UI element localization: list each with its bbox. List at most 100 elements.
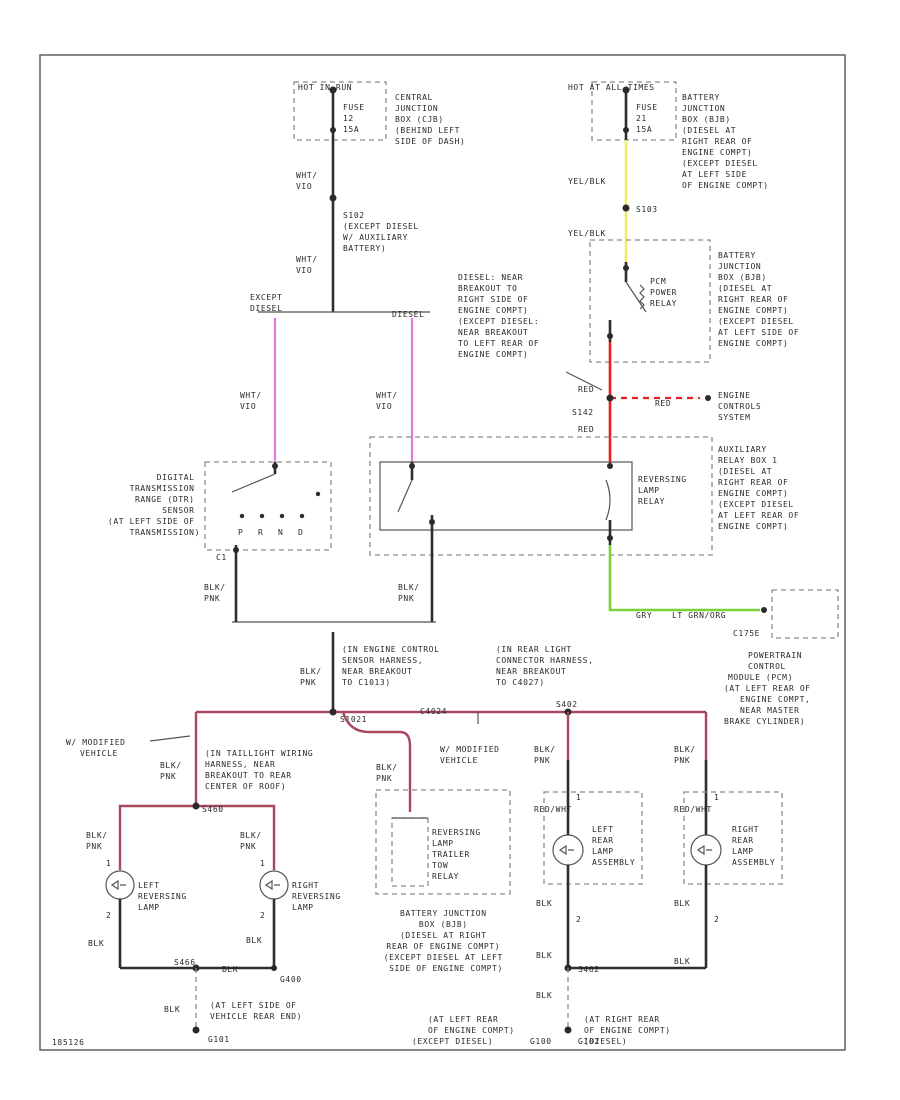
s460-label: S460	[202, 805, 224, 814]
g102-label: G102	[578, 1037, 600, 1046]
pin-2-rear-right: 2	[714, 915, 719, 924]
pcm-box	[771, 589, 839, 639]
g400-label: G400	[280, 975, 302, 984]
blk-label-7: BLK	[674, 957, 690, 966]
dtr-sensor	[204, 461, 332, 585]
pin-1-rear-right: 1	[714, 793, 719, 802]
left-reversing-lamp	[105, 870, 135, 968]
right-rear-engine-label: (AT RIGHT REAR OF ENGINE COMPT) (DIESEL)	[584, 1015, 676, 1046]
trailer-tow-relay	[375, 789, 511, 895]
left-rear-lamp-label: LEFT REAR LAMP ASSEMBLY	[592, 825, 635, 867]
blk-pnk-label-4: BLK/ PNK	[160, 761, 187, 781]
blk-pnk-label-1: BLK/ PNK	[204, 583, 231, 603]
splice-s102	[329, 194, 337, 202]
left-rear-lamp-assembly	[543, 791, 643, 968]
wht-vio-label-3: WHT/ VIO	[240, 391, 267, 411]
dtr-sensor-label: DIGITAL TRANSMISSION RANGE (DTR) SENSOR …	[108, 473, 200, 537]
c4024-label: C4024	[420, 707, 447, 716]
blk-pnk-label-8: BLK/ PNK	[534, 745, 561, 765]
gray-label: GRY	[636, 611, 652, 620]
blk-label-4: BLK	[164, 1005, 180, 1014]
reversing-lamp-relay-label: REVERSING LAMP RELAY	[638, 475, 692, 506]
diagram-id: 185126	[52, 1038, 85, 1047]
right-rear-lamp-assembly	[683, 791, 783, 968]
yel-blk-label-2: YEL/BLK	[568, 229, 606, 238]
blk-label-5: BLK	[536, 899, 552, 908]
splice-s1021	[329, 708, 337, 716]
right-reversing-lamp	[259, 870, 289, 968]
blk-pnk-label-2: BLK/ PNK	[398, 583, 425, 603]
aux-relay-box-label: AUXILIARY RELAY BOX 1 (DIESEL AT RIGHT R…	[718, 445, 805, 531]
ground-g101	[192, 1026, 200, 1034]
splice-s103	[622, 204, 630, 212]
wht-vio-label-1: WHT/ VIO	[296, 171, 323, 191]
lt-grn-org-label: LT GRN/ORG	[672, 611, 726, 620]
left-rear-engine-label: (AT LEFT REAR OF ENGINE COMPT) (EXCEPT D…	[412, 1015, 520, 1046]
s462-label: S462	[578, 965, 600, 974]
s102-label: S102 (EXCEPT DIESEL W/ AUXILIARY BATTERY…	[343, 211, 424, 253]
g100-label: G100	[530, 1037, 552, 1046]
red-wht-label-1: RED/WHT	[534, 805, 572, 814]
fuse-21-label: FUSE 21 15A	[636, 103, 663, 134]
bjb-fuse-21	[591, 81, 677, 141]
pin-2-right: 2	[260, 911, 265, 920]
cjb-label: CENTRAL JUNCTION BOX (CJB) (BEHIND LEFT …	[395, 93, 465, 146]
w-modified-label-1: W/ MODIFIED VEHICLE	[66, 738, 131, 758]
blk-pnk-label-3: BLK/ PNK	[300, 667, 327, 687]
wht-vio-label-4: WHT/ VIO	[376, 391, 403, 411]
pcm-power-relay	[589, 239, 711, 363]
vehicle-rear-end-label: (AT LEFT SIDE OF VEHICLE REAR END)	[210, 1001, 302, 1021]
bjb-right-label: BATTERY JUNCTION BOX (BJB) (DIESEL AT RI…	[718, 251, 805, 348]
trailer-relay-label: REVERSING LAMP TRAILER TOW RELAY	[432, 828, 486, 881]
s466-label: S466	[174, 958, 196, 967]
hot-in-run-label: HOT IN RUN	[298, 83, 352, 92]
pin-1-right: 1	[260, 859, 265, 868]
diesel-breakout-label: DIESEL: NEAR BREAKOUT TO RIGHT SIDE OF E…	[458, 273, 545, 359]
yel-blk-label-1: YEL/BLK	[568, 177, 606, 186]
dtr-letter-p: P	[238, 528, 243, 537]
rear-light-harness-label: (IN REAR LIGHT CONNECTOR HARNESS, NEAR B…	[496, 645, 599, 687]
blk-pnk-label-5: BLK/ PNK	[86, 831, 113, 851]
pin-1-rear-left: 1	[576, 793, 581, 802]
s103-label: S103	[636, 205, 658, 214]
dtr-letter-d: D	[298, 528, 303, 537]
bjb-bottom-label: BATTERY JUNCTION BOX (BJB) (DIESEL AT RI…	[384, 909, 509, 973]
hot-at-all-times-label: HOT AT ALL TIMES	[568, 83, 655, 92]
engine-controls-label: ENGINE CONTROLS SYSTEM	[718, 391, 767, 422]
blk-pnk-label-9: BLK/ PNK	[674, 745, 701, 765]
pcm-label: POWERTRAIN CONTROL MODULE (PCM) (AT LEFT…	[724, 651, 816, 726]
blk-label-9: BLK	[536, 991, 552, 1000]
blk-label-2: BLK	[246, 936, 262, 945]
engine-harness-label: (IN ENGINE CONTROL SENSOR HARNESS, NEAR …	[342, 645, 445, 687]
bjb-top-label: BATTERY JUNCTION BOX (BJB) (DIESEL AT RI…	[682, 93, 769, 190]
c175e-label: C175E	[733, 629, 760, 638]
fuse-12-label: FUSE 12 15A	[343, 103, 370, 134]
c1-left-label: C1	[216, 553, 227, 562]
cjb-fuse-12	[293, 81, 387, 141]
diesel-label: DIESEL	[392, 310, 425, 319]
pcm-power-relay-label: PCM POWER RELAY	[650, 277, 683, 308]
s142-label: S142	[572, 408, 594, 417]
dtr-letter-r: R	[258, 528, 263, 537]
red-label-2: RED	[655, 399, 671, 408]
s1021-label: S1021	[340, 715, 367, 724]
blk-label-1: BLK	[88, 939, 104, 948]
splice-s460	[192, 802, 200, 810]
red-label-3: RED	[578, 425, 594, 434]
wire-green	[608, 545, 760, 612]
taillight-harness-label: (IN TAILLIGHT WIRING HARNESS, NEAR BREAK…	[205, 749, 319, 791]
w-modified-label-2: W/ MODIFIED VEHICLE	[440, 745, 505, 765]
pin-2-left: 2	[106, 911, 111, 920]
pin-2-rear-left: 2	[576, 915, 581, 924]
red-label-1: RED	[578, 385, 594, 394]
pin-1-left: 1	[106, 859, 111, 868]
blk-pnk-label-6: BLK/ PNK	[376, 763, 403, 783]
auxiliary-relay-box	[369, 436, 713, 585]
splice-s142	[606, 394, 614, 402]
except-diesel-label: EXCEPT DIESEL	[250, 293, 288, 313]
diagram-frame	[39, 54, 846, 1051]
blk-label-8: BLK	[536, 951, 552, 960]
blk-pnk-label-7: BLK/ PNK	[240, 831, 267, 851]
